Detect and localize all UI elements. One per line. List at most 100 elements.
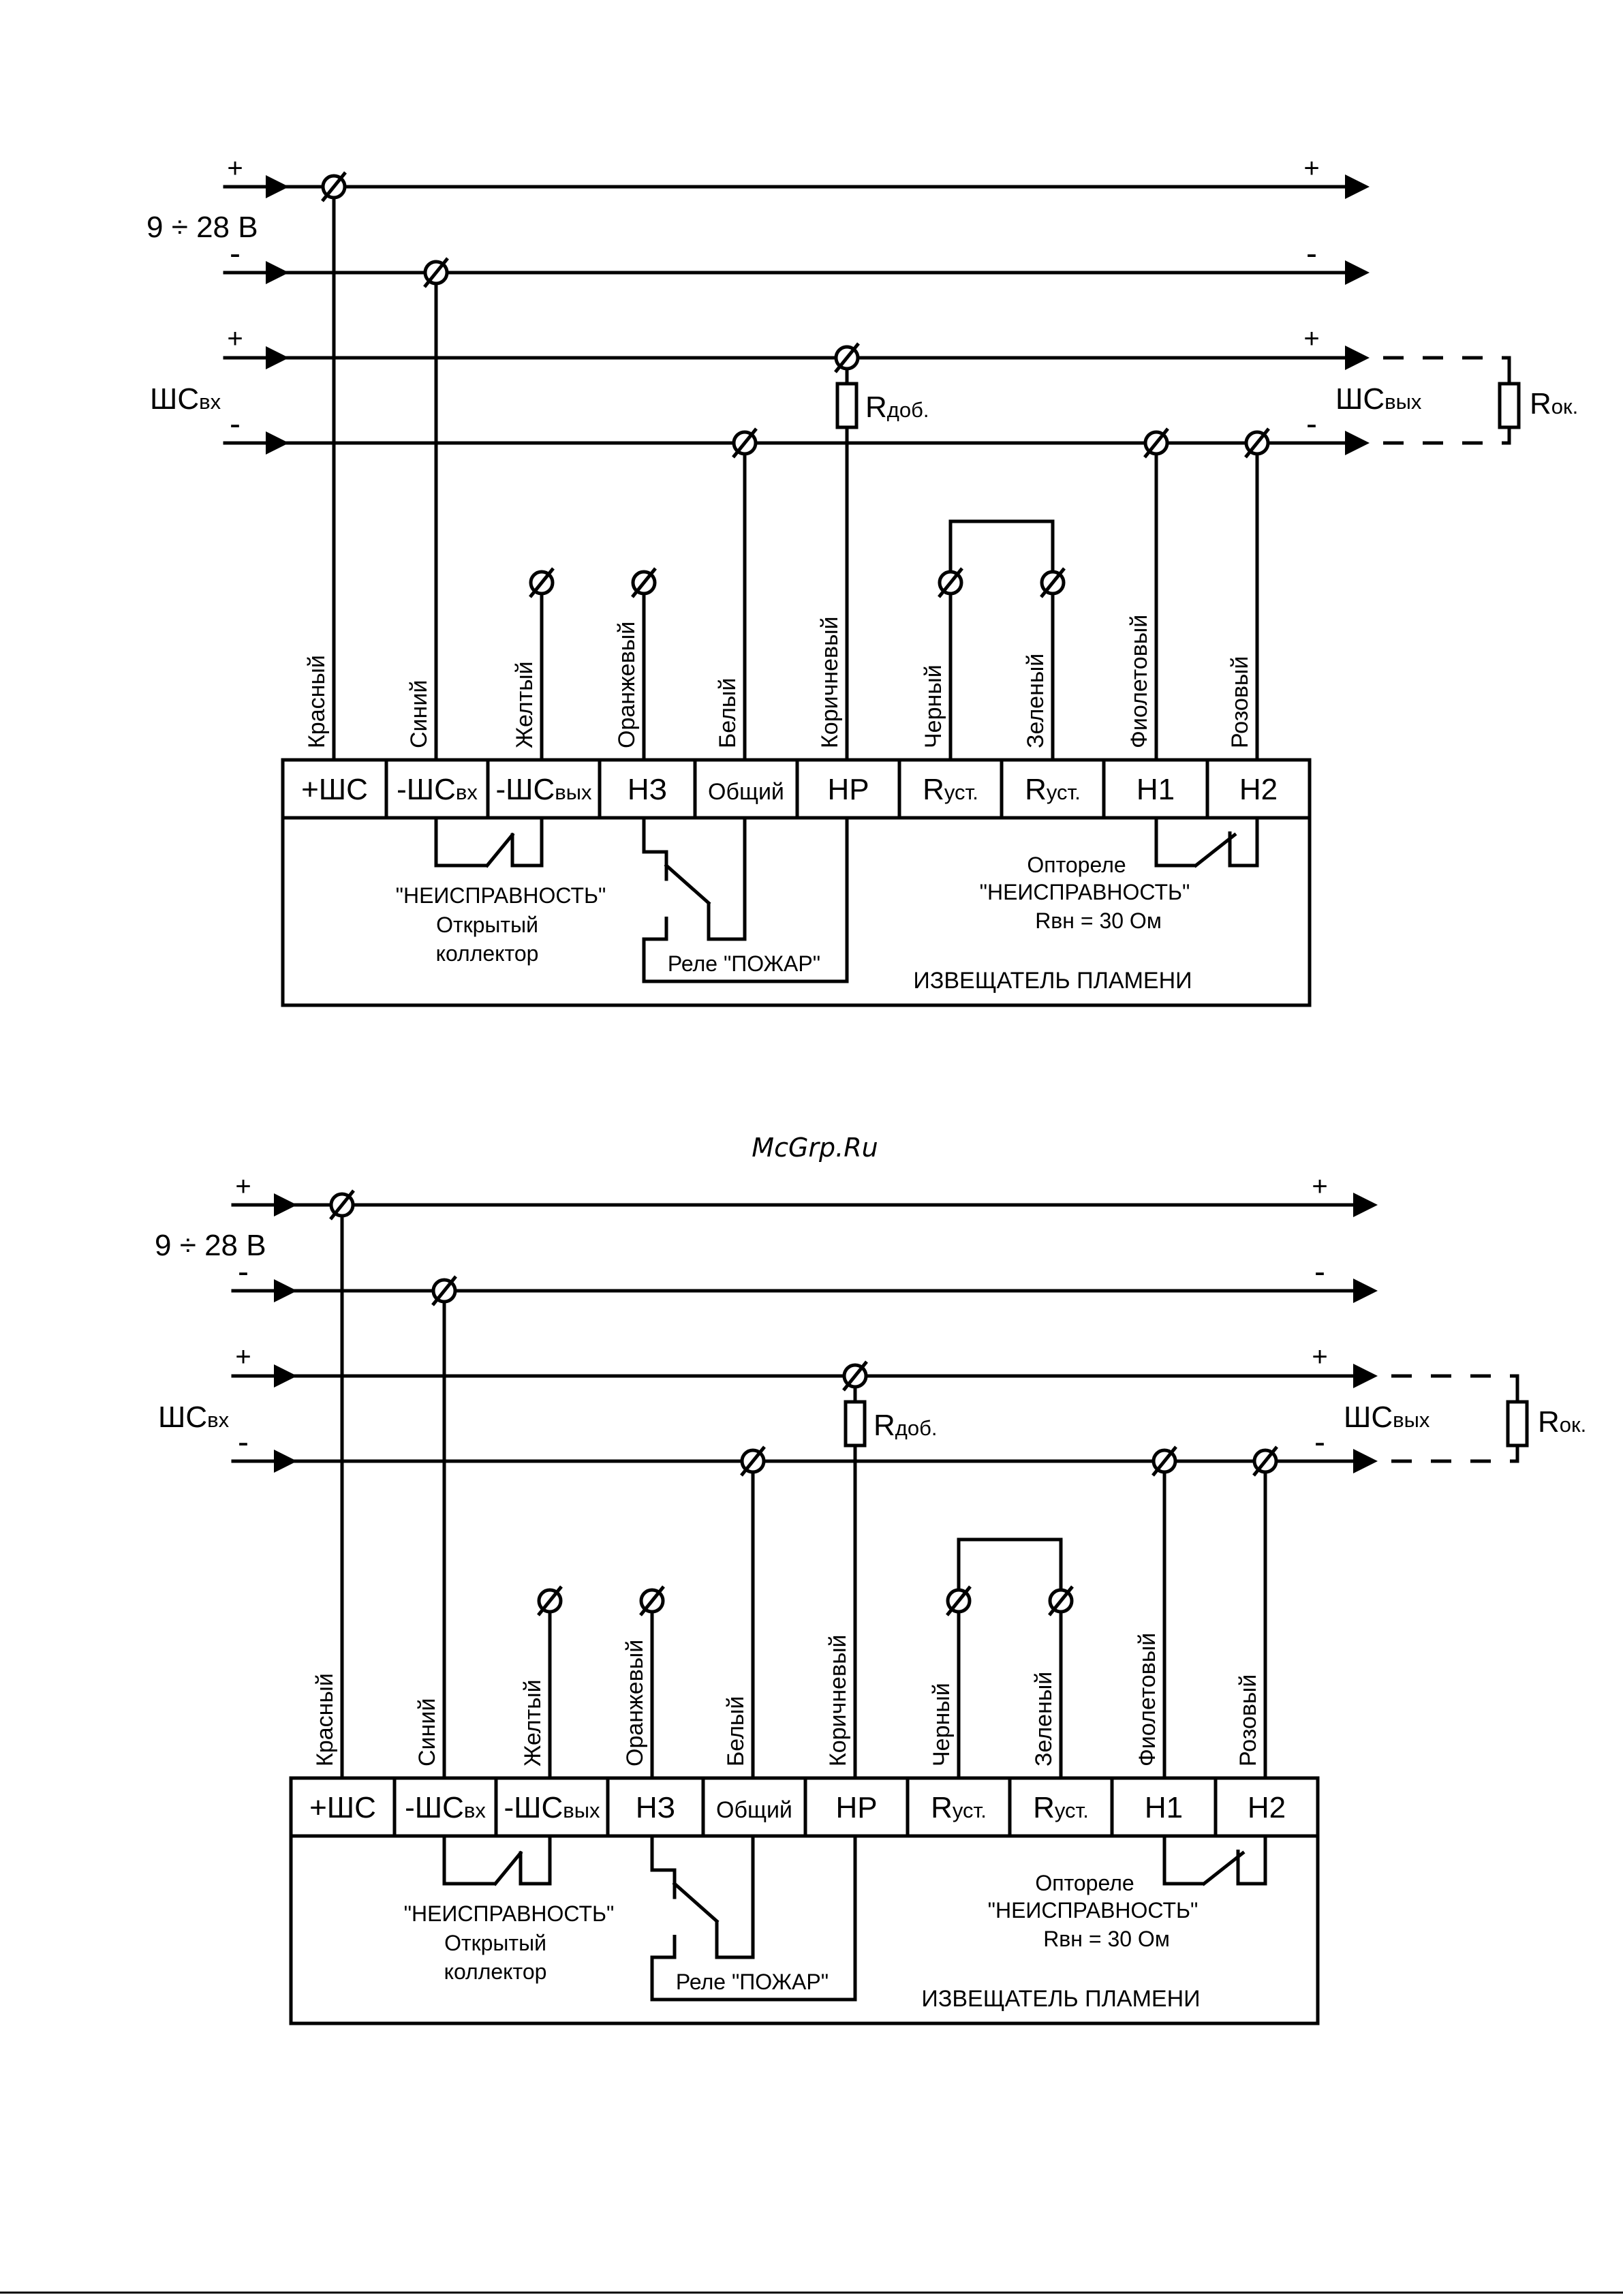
wire-label-brown: Коричневый	[825, 1634, 851, 1766]
wire-pink-terminal-slash	[1244, 427, 1270, 459]
fault-switch-left	[434, 818, 487, 868]
terminal-label-4: НЗ	[628, 773, 667, 806]
terminal-label-5: Общий	[708, 779, 784, 805]
supply-out-minus-sign: -	[1306, 236, 1317, 272]
end-resistor-label: Rок.	[1530, 387, 1578, 420]
device-name-label: ИЗВЕЩАТЕЛЬ ПЛАМЕНИ	[921, 1986, 1200, 2012]
loop-out-minus-sign: -	[1306, 406, 1317, 442]
fault-switch-blade	[493, 1850, 523, 1886]
supply-plus-line-arrowhead	[1345, 174, 1370, 199]
supply-plus-sign: +	[227, 153, 243, 183]
wire-red-terminal-slash	[321, 171, 347, 202]
loop-out-label: ШСвых	[1344, 1400, 1430, 1434]
end-resistor	[1506, 1400, 1529, 1448]
end-resistor	[1498, 382, 1521, 429]
wire-label-white: Белый	[723, 1696, 749, 1766]
terminal-label-7: Rуст.	[923, 773, 978, 806]
fault-output-line3: коллектор	[444, 1959, 547, 1984]
watermark: McGrp.Ru	[752, 1133, 878, 1163]
loop-plus-line-arrowhead	[1353, 1364, 1378, 1388]
loop-out-label: ШСвых	[1335, 382, 1422, 416]
supply-minus-sign: -	[230, 236, 241, 272]
terminal-label-9: Н1	[1145, 1791, 1183, 1824]
wire-label-violet: Фиолетовый	[1126, 615, 1152, 748]
loop-minus-line-arrowhead	[1345, 431, 1370, 455]
supply-out-plus-sign: +	[1303, 153, 1319, 183]
opto-right	[1228, 818, 1259, 868]
wire-label-yellow: Желтый	[520, 1679, 546, 1766]
relay-no-lead	[650, 1836, 857, 2002]
ruст-jumper	[957, 1537, 1063, 1591]
ruст-jumper	[948, 519, 1055, 573]
fire-relay-label: Реле "ПОЖАР"	[668, 951, 820, 976]
wire-white-terminal-slash	[732, 427, 758, 459]
wire-label-violet: Фиолетовый	[1134, 1633, 1160, 1766]
fault-switch-blade	[484, 832, 515, 868]
wire-green-terminal-slash	[1048, 1585, 1074, 1617]
relay-nc-lead	[650, 1836, 675, 1872]
terminal-label-6: НР	[835, 1791, 877, 1824]
supply-voltage-label: 9 ÷ 28 В	[146, 211, 258, 244]
terminal-label-3: -ШСвых	[504, 1791, 600, 1824]
terminal-label-3: -ШСвых	[495, 773, 592, 806]
supply-voltage-label: 9 ÷ 28 В	[155, 1229, 266, 1262]
relay-blade	[672, 1881, 720, 1924]
wire-label-yellow: Желтый	[512, 661, 538, 748]
fault-switch-right	[512, 818, 544, 868]
loop-minus-line-arrowhead	[1353, 1449, 1378, 1473]
add-resistor	[835, 382, 859, 429]
relay-common-lead	[715, 1836, 755, 1959]
optorelay-line1: Оптореле	[1035, 1871, 1134, 1895]
loop-in-label: ШСвх	[158, 1400, 230, 1434]
wire-label-green: Зеленый	[1023, 654, 1049, 748]
wire-yellow-terminal-slash	[537, 1585, 563, 1617]
optorelay-line1: Оптореле	[1027, 853, 1126, 877]
relay-no-lead	[642, 818, 849, 983]
wire-brown-terminal-slash	[842, 1360, 868, 1392]
fault-output-line2: Открытый	[436, 913, 538, 937]
loop-in-minus-sign: -	[230, 406, 241, 442]
opto-left	[1154, 818, 1196, 868]
wire-label-red: Красный	[312, 1673, 338, 1766]
loop-out-plus-sign: +	[1303, 324, 1319, 354]
optorelay-line2: "НЕИСПРАВНОСТЬ"	[988, 1898, 1199, 1923]
wire-label-pink: Розовый	[1235, 1674, 1261, 1766]
loop-out-plus-sign: +	[1312, 1342, 1327, 1372]
supply-minus-line-arrowhead	[1353, 1279, 1378, 1303]
loop-in-plus-sign: +	[235, 1342, 251, 1372]
wire-label-black: Черный	[921, 664, 946, 748]
wire-violet-terminal-slash	[1143, 427, 1169, 459]
loop-in-minus-sign: -	[238, 1424, 249, 1460]
fault-switch-left	[442, 1836, 495, 1886]
wire-label-white: Белый	[715, 678, 741, 748]
wire-yellow-terminal-slash	[529, 567, 555, 598]
relay-common-lead	[707, 818, 747, 941]
wire-label-pink: Розовый	[1227, 656, 1253, 748]
terminal-label-2: -ШСвх	[397, 773, 478, 806]
wire-label-red: Красный	[304, 655, 330, 748]
fault-output-line2: Открытый	[444, 1931, 546, 1955]
optorelay-line3: Rвн = 30 Ом	[1043, 1927, 1170, 1951]
loop-in-plus-sign: +	[227, 324, 243, 354]
terminal-label-1: +ШС	[301, 773, 368, 806]
wire-violet-terminal-slash	[1151, 1445, 1177, 1477]
wire-pink-terminal-slash	[1252, 1445, 1278, 1477]
terminal-label-7: Rуст.	[931, 1791, 987, 1824]
wire-label-orange: Оранжевый	[622, 1640, 648, 1766]
loop-out-minus-sign: -	[1314, 1424, 1325, 1460]
wire-label-green: Зеленый	[1031, 1672, 1057, 1766]
wire-label-blue: Синий	[406, 680, 432, 748]
terminal-label-5: Общий	[716, 1797, 792, 1823]
terminal-label-1: +ШС	[309, 1791, 376, 1824]
wire-red-terminal-slash	[329, 1189, 355, 1221]
optorelay-line2: "НЕИСПРАВНОСТЬ"	[980, 880, 1190, 904]
terminal-label-2: -ШСвх	[405, 1791, 486, 1824]
wire-label-blue: Синий	[414, 1698, 440, 1766]
add-resistor-label: Rдоб.	[865, 391, 929, 424]
terminal-label-10: Н2	[1248, 1791, 1286, 1824]
terminal-label-6: НР	[827, 773, 869, 806]
fault-output-line1: "НЕИСПРАВНОСТЬ"	[404, 1901, 615, 1926]
add-resistor	[844, 1400, 867, 1448]
